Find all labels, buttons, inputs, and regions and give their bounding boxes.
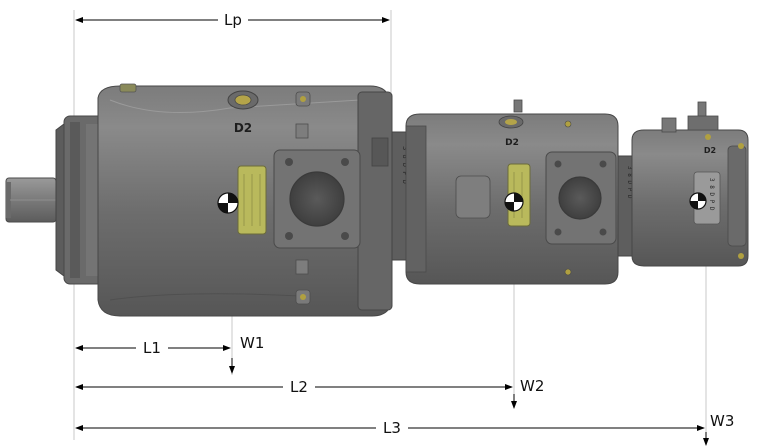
port-label-d2-middle: D2 [505,138,519,148]
dim-label-l1: L1 [143,339,161,357]
dim-label-w1: W1 [240,334,264,352]
center-of-gravity-main [217,192,239,214]
dim-label-l3: L3 [383,419,401,437]
plate-text-middle: 3 8 D P D [626,166,633,199]
drive-shaft [5,177,57,223]
dim-label-w2: W2 [520,377,544,395]
dim-label-l2: L2 [290,378,308,396]
pump-assembly: D2 3 8 D P D [5,83,749,317]
dimension-labels: Lp L1 W1 L2 W2 L3 W3 [143,11,734,437]
port-label-d2-main: D2 [234,121,252,135]
dim-label-w3: W3 [710,412,734,430]
port-label-d2-rear: D2 [704,146,716,155]
center-of-gravity-rear [689,192,707,210]
rear-pump-housing: 3 8 D P D 3 8 D P D D2 [617,101,749,267]
plate-text-rear: 3 8 D P D [708,178,715,211]
dim-label-lp: Lp [224,11,242,29]
main-pump-housing: D2 [97,83,393,317]
plate-text-main: 3 8 D P D [401,146,409,184]
mounting-flange [55,115,105,285]
center-of-gravity-middle [504,192,524,212]
middle-pump-housing: 3 8 D P D D2 [391,99,619,285]
